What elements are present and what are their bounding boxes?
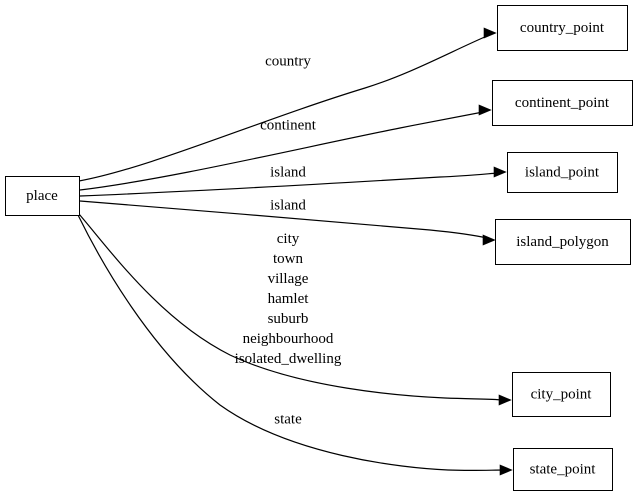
node-label-island_point: island_point (525, 164, 600, 180)
edge-place-to-island_polygon (79, 200, 496, 246)
node-box-country_point[interactable] (497, 5, 628, 51)
node-label-place: place (26, 188, 58, 204)
edge-label-continent_point: continent (260, 117, 317, 133)
edge-line-country_point (78, 35, 488, 182)
edge-label-line: hamlet (268, 291, 310, 307)
node-box-continent_point[interactable] (492, 80, 633, 126)
nodes-layer: place country_point continent_point island_… (5, 5, 633, 491)
edge-line-island_point (79, 172, 499, 197)
node-label-island_polygon: island_polygon (516, 234, 609, 250)
arrowhead-city_point (498, 394, 512, 406)
edge-place-to-continent_point (79, 104, 492, 191)
edge-label-island_polygon: island (270, 197, 306, 213)
node-box-island_point[interactable] (507, 152, 618, 193)
edge-line-city_point (78, 213, 504, 401)
edge-place-to-country_point (78, 27, 497, 182)
node-country_point[interactable]: country_point (497, 5, 628, 51)
node-box-island_polygon[interactable] (495, 219, 631, 265)
node-box-place[interactable] (5, 176, 80, 216)
arrowhead-island_point (493, 166, 507, 178)
edge-line-state_point (77, 214, 505, 472)
edge-label-line: isolated_dwelling (235, 351, 342, 367)
node-label-city_point: city_point (531, 386, 593, 402)
edge-label-line: town (273, 251, 304, 267)
edge-label-city_point: city town village hamlet suburb neighbourhood… (235, 231, 342, 367)
edge-label-line: neighbourhood (243, 331, 334, 347)
arrowhead-island_polygon (482, 234, 496, 246)
arrowhead-continent_point (478, 104, 492, 116)
node-continent_point[interactable]: continent_point (492, 80, 633, 126)
edge-label-line: suburb (268, 311, 309, 327)
node-island_point[interactable]: island_point (507, 152, 618, 193)
edge-label-country_point: country (265, 53, 311, 69)
node-label-state_point: state_point (530, 461, 597, 477)
edge-place-to-state_point (77, 214, 513, 476)
node-place[interactable]: place (5, 176, 80, 216)
edge-label-line: city (277, 231, 300, 247)
edge-line-continent_point (79, 111, 484, 191)
edge-place-to-island_point (79, 166, 507, 197)
node-state_point[interactable]: state_point (513, 448, 613, 491)
node-city_point[interactable]: city_point (512, 372, 611, 417)
arrowhead-country_point (483, 27, 497, 39)
edge-place-to-city_point (78, 213, 512, 406)
node-label-country_point: country_point (520, 20, 605, 36)
edge-label-line: village (268, 271, 309, 287)
node-island_polygon[interactable]: island_polygon (495, 219, 631, 265)
arrowhead-state_point (499, 464, 513, 476)
edge-label-island_point: island (270, 164, 306, 180)
node-box-city_point[interactable] (512, 372, 611, 417)
edge-line-island_polygon (79, 200, 488, 239)
edges-layer (77, 27, 513, 476)
edge-labels-layer: country continent island island city town vill… (235, 53, 342, 427)
node-label-continent_point: continent_point (515, 95, 610, 111)
node-box-state_point[interactable] (513, 448, 613, 491)
edge-label-state_point: state (274, 411, 302, 427)
